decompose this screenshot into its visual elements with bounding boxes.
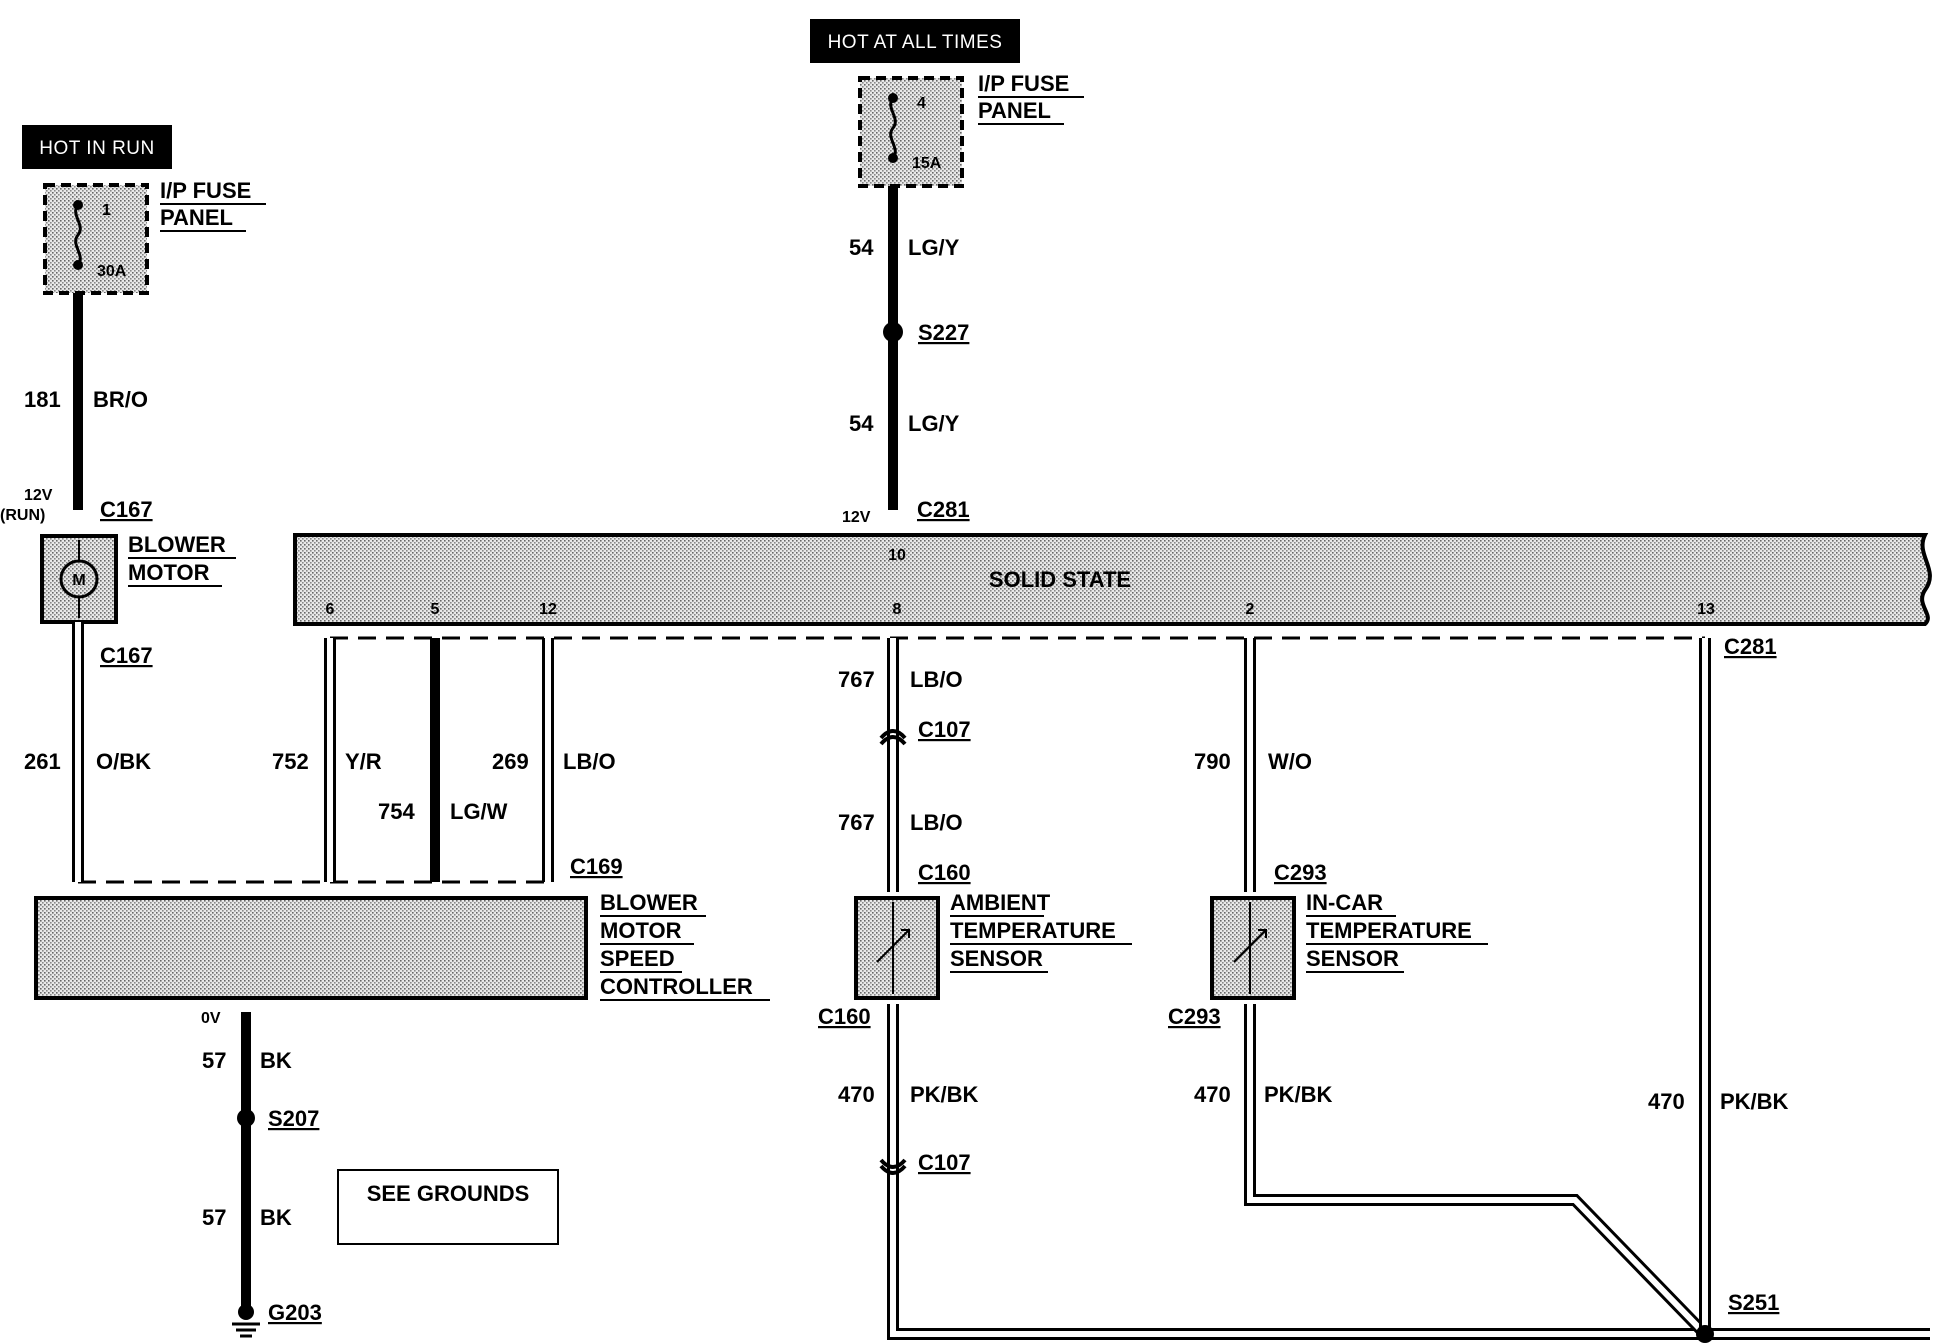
connector-c167-bot: C167 bbox=[100, 643, 153, 668]
svg-text:SEE GROUNDS: SEE GROUNDS bbox=[367, 1181, 530, 1206]
see-grounds-note: SEE GROUNDS bbox=[337, 1169, 559, 1245]
speed-controller-label-3: SPEED bbox=[600, 946, 675, 971]
svg-text:BK: BK bbox=[260, 1048, 292, 1073]
connector-c107-a: C107 bbox=[918, 717, 971, 742]
svg-text:10: 10 bbox=[888, 547, 906, 564]
svg-text:Y/R: Y/R bbox=[345, 749, 382, 774]
svg-text:54: 54 bbox=[849, 411, 874, 436]
svg-text:12V: 12V bbox=[24, 487, 53, 504]
svg-text:767: 767 bbox=[838, 667, 875, 692]
connector-c293-top: C293 bbox=[1274, 860, 1327, 885]
connector-c169: C169 bbox=[570, 854, 623, 879]
splice-s251-dot bbox=[1696, 1325, 1714, 1343]
svg-text:PK/BK: PK/BK bbox=[910, 1082, 979, 1107]
connector-c107-b: C107 bbox=[918, 1150, 971, 1175]
svg-text:754: 754 bbox=[378, 799, 415, 824]
blower-motor-label-1: BLOWER bbox=[128, 532, 226, 557]
svg-text:5: 5 bbox=[431, 601, 440, 618]
hot-in-run-tag: HOT IN RUN bbox=[22, 125, 172, 169]
fuse-panel-left-label-2: PANEL bbox=[160, 205, 233, 230]
wire-470-incar bbox=[1244, 1004, 1710, 1339]
svg-text:8: 8 bbox=[893, 601, 902, 618]
blower-motor: M bbox=[40, 534, 118, 624]
svg-text:15A: 15A bbox=[912, 155, 942, 172]
svg-text:LB/O: LB/O bbox=[910, 667, 963, 692]
in-car-sensor-label-3: SENSOR bbox=[1306, 946, 1399, 971]
svg-text:767: 767 bbox=[838, 810, 875, 835]
svg-text:LG/Y: LG/Y bbox=[908, 411, 960, 436]
blower-motor-label-2: MOTOR bbox=[128, 560, 210, 585]
svg-text:12V: 12V bbox=[842, 509, 871, 526]
svg-text:752: 752 bbox=[272, 749, 309, 774]
svg-text:30A: 30A bbox=[97, 263, 127, 280]
blower-motor-speed-controller bbox=[34, 896, 588, 1000]
svg-text:M: M bbox=[72, 572, 85, 589]
speed-controller-label-1: BLOWER bbox=[600, 890, 698, 915]
svg-text:SOLID STATE: SOLID STATE bbox=[989, 567, 1131, 592]
svg-text:470: 470 bbox=[1648, 1089, 1685, 1114]
svg-text:12: 12 bbox=[539, 601, 557, 618]
svg-text:1: 1 bbox=[102, 202, 111, 219]
svg-text:2: 2 bbox=[1246, 601, 1255, 618]
svg-text:57: 57 bbox=[202, 1048, 226, 1073]
svg-text:LB/O: LB/O bbox=[910, 810, 963, 835]
ambient-sensor-label-3: SENSOR bbox=[950, 946, 1043, 971]
hot-at-all-times-tag: HOT AT ALL TIMES bbox=[810, 19, 1020, 63]
svg-text:BK: BK bbox=[260, 1205, 292, 1230]
connector-c160-top: C160 bbox=[918, 860, 971, 885]
svg-text:LG/Y: LG/Y bbox=[908, 235, 960, 260]
ambient-sensor-label-1: AMBIENT bbox=[950, 890, 1051, 915]
in-car-sensor-label-1: IN-CAR bbox=[1306, 890, 1383, 915]
svg-text:0V: 0V bbox=[201, 1010, 221, 1027]
splice-s207: S207 bbox=[268, 1106, 319, 1131]
svg-text:54: 54 bbox=[849, 235, 874, 260]
svg-text:PK/BK: PK/BK bbox=[1264, 1082, 1333, 1107]
ambient-temperature-sensor bbox=[854, 896, 940, 1000]
connector-c167-top: C167 bbox=[100, 497, 153, 522]
in-car-sensor-label-2: TEMPERATURE bbox=[1306, 918, 1472, 943]
svg-text:HOT IN RUN: HOT IN RUN bbox=[39, 138, 154, 159]
fuse-panel-right: 4 15A bbox=[858, 76, 964, 188]
svg-text:269: 269 bbox=[492, 749, 529, 774]
splice-s207-dot bbox=[237, 1109, 255, 1127]
svg-text:470: 470 bbox=[1194, 1082, 1231, 1107]
ground-g203-symbol bbox=[232, 1304, 260, 1338]
svg-text:LG/W: LG/W bbox=[450, 799, 508, 824]
connector-c160-bot: C160 bbox=[818, 1004, 871, 1029]
svg-text:6: 6 bbox=[326, 601, 335, 618]
svg-text:181: 181 bbox=[24, 387, 61, 412]
in-car-temperature-sensor bbox=[1210, 896, 1296, 1000]
svg-text:PK/BK: PK/BK bbox=[1720, 1089, 1789, 1114]
svg-text:4: 4 bbox=[917, 95, 926, 112]
connector-c281-bot: C281 bbox=[1724, 634, 1777, 659]
splice-s227-dot bbox=[883, 322, 903, 342]
svg-text:13: 13 bbox=[1697, 601, 1715, 618]
fuse-panel-right-label-1: I/P FUSE bbox=[978, 71, 1069, 96]
fuse-panel-left: 1 30A bbox=[43, 183, 149, 295]
connector-c281-top: C281 bbox=[917, 497, 970, 522]
fuse-panel-right-label-2: PANEL bbox=[978, 98, 1051, 123]
wire-470-ambient bbox=[887, 1004, 1930, 1340]
svg-text:261: 261 bbox=[24, 749, 61, 774]
splice-s227: S227 bbox=[918, 320, 969, 345]
svg-text:790: 790 bbox=[1194, 749, 1231, 774]
splice-s251: S251 bbox=[1728, 1290, 1779, 1315]
fuse-panel-left-label-1: I/P FUSE bbox=[160, 178, 251, 203]
ground-g203: G203 bbox=[268, 1300, 322, 1325]
speed-controller-label-4: CONTROLLER bbox=[600, 974, 753, 999]
svg-text:(RUN): (RUN) bbox=[0, 507, 45, 524]
speed-controller-label-2: MOTOR bbox=[600, 918, 682, 943]
svg-text:470: 470 bbox=[838, 1082, 875, 1107]
svg-text:BR/O: BR/O bbox=[93, 387, 148, 412]
ambient-sensor-label-2: TEMPERATURE bbox=[950, 918, 1116, 943]
svg-text:57: 57 bbox=[202, 1205, 226, 1230]
connector-c293-bot: C293 bbox=[1168, 1004, 1221, 1029]
svg-text:W/O: W/O bbox=[1268, 749, 1312, 774]
svg-text:LB/O: LB/O bbox=[563, 749, 616, 774]
solid-state-module: SOLID STATE 10 6 5 12 8 2 13 bbox=[293, 533, 1932, 626]
svg-text:O/BK: O/BK bbox=[96, 749, 151, 774]
svg-text:HOT AT ALL TIMES: HOT AT ALL TIMES bbox=[828, 32, 1003, 53]
